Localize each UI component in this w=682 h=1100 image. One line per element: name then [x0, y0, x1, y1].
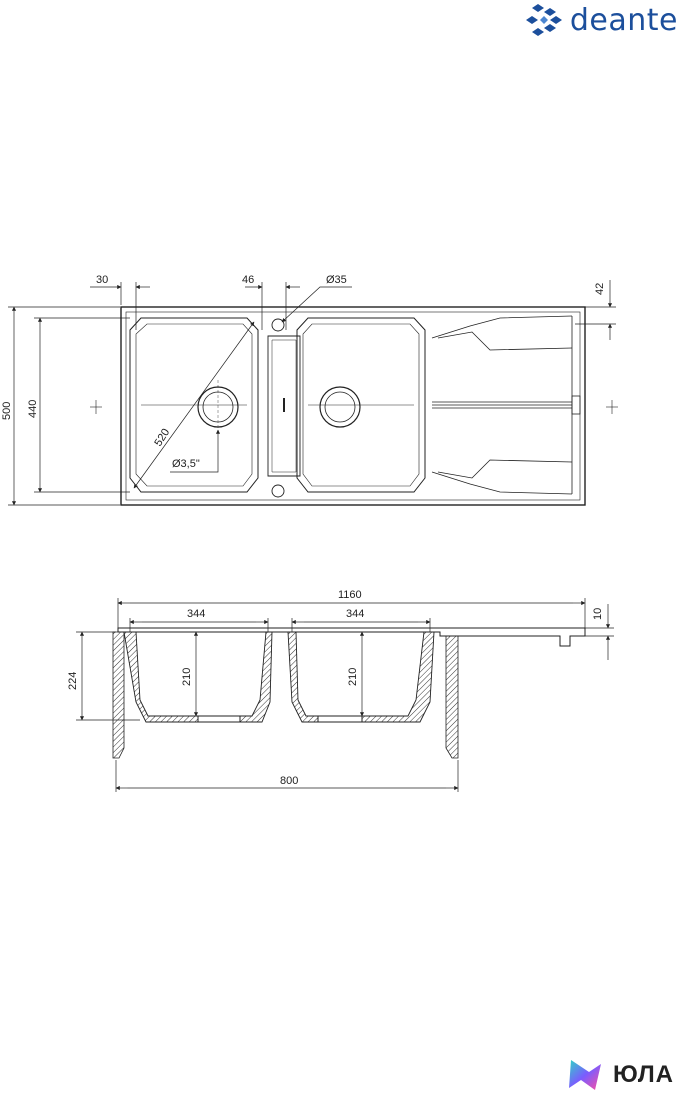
section-right-bowl: [287, 631, 435, 723]
overflow-hole: [271, 484, 285, 498]
dim-10: 10: [592, 608, 604, 620]
drain-label: Ø3,5": [172, 458, 200, 470]
dim-46: 46: [242, 274, 254, 286]
dim-344-right: 344: [346, 608, 364, 620]
top-view-dimensions: [8, 280, 616, 506]
section-top-slab: [117, 627, 586, 647]
dim-35: Ø35: [326, 274, 347, 286]
top-view-labels: 30 46 Ø35 42 500 440 520 Ø3,5": [1, 274, 606, 470]
dim-1160: 1160: [338, 589, 362, 601]
dim-210-right: 210: [347, 668, 359, 686]
dim-800: 800: [280, 775, 298, 787]
footer-logo: ЮЛА: [567, 1058, 674, 1092]
dim-520: 520: [152, 427, 172, 449]
right-bowl: [296, 317, 426, 493]
dim-42: 42: [594, 283, 606, 295]
sink-outline: [120, 306, 586, 506]
footer-brand-name: ЮЛА: [612, 1061, 674, 1088]
brand-name: deante: [569, 2, 678, 38]
drainboard: [431, 315, 581, 495]
middle-bowl: [267, 335, 301, 477]
dim-344-left: 344: [187, 608, 205, 620]
left-wall: [112, 631, 125, 759]
right-drain: [319, 386, 361, 428]
section-view-labels: 1160 344 344 10 224 210 210 800: [67, 589, 604, 787]
dim-30: 30: [96, 274, 108, 286]
brand-logo: deante: [524, 2, 678, 38]
section-view: [112, 627, 586, 759]
dim-500: 500: [1, 402, 13, 420]
tap-hole: [271, 318, 285, 332]
dim-224: 224: [67, 672, 79, 690]
dim-210-left: 210: [181, 668, 193, 686]
section-left-bowl: [123, 631, 273, 723]
section-view-dimensions: [76, 598, 614, 792]
deante-logo-icon: [525, 4, 562, 36]
yula-logo-icon: [568, 1060, 601, 1090]
right-wall: [445, 635, 459, 759]
top-view: [90, 306, 618, 506]
dim-440: 440: [27, 400, 39, 418]
